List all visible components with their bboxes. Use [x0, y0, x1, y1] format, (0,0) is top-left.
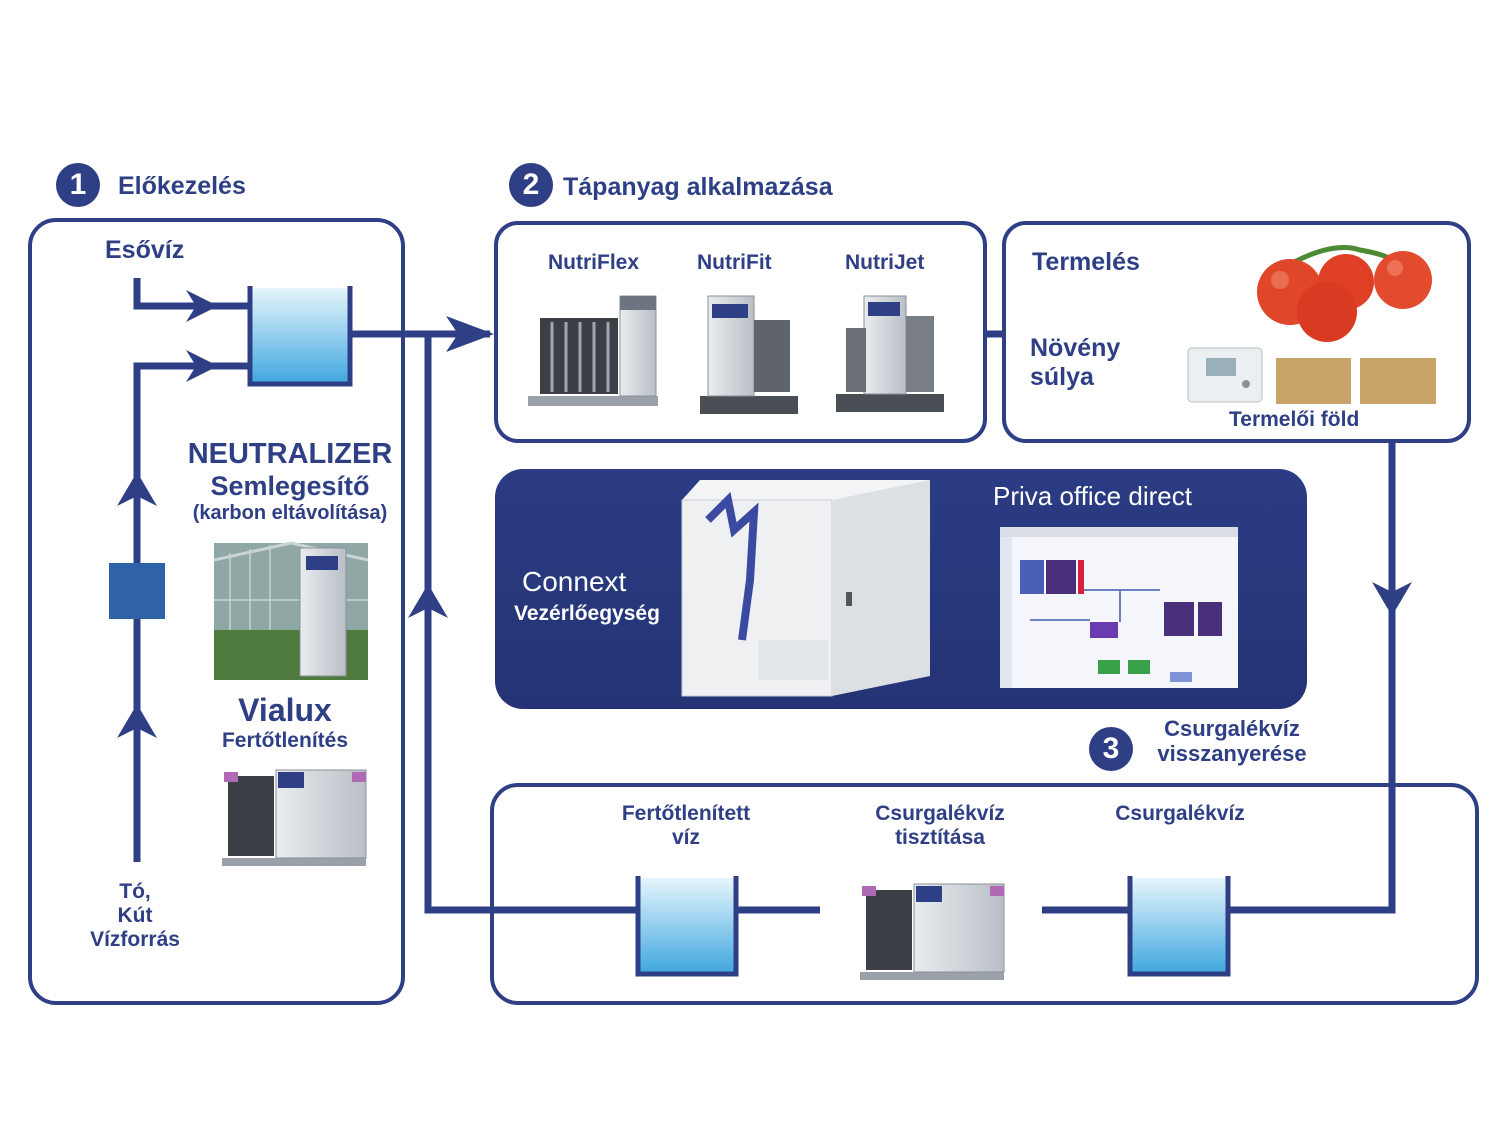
section-1-badge: 1	[56, 163, 100, 207]
drain-cleaning-label: Csurgalékvíz tisztítása	[875, 802, 1005, 850]
arrow-icon	[117, 704, 157, 738]
drain-water-label: Csurgalékvíz	[1115, 802, 1245, 825]
section-2-badge: 2	[509, 163, 553, 207]
section-3-title: Csurgalékvíz visszanyerése	[1157, 716, 1307, 767]
dosing-machine-icon	[860, 883, 1005, 980]
tomato-icon	[1257, 245, 1432, 342]
arrow-icon	[186, 350, 218, 382]
water-source-label: Tó, Kút Vízforrás	[90, 880, 180, 952]
dosing-machine-icon	[528, 295, 658, 406]
filter-block-icon	[109, 563, 165, 619]
nutrifit-label: NutriFit	[697, 251, 772, 274]
section-2-title: Tápanyag alkalmazása	[563, 173, 833, 201]
disinfected-water-label: Fertőtlenített víz	[621, 802, 751, 850]
scale-icon	[1187, 347, 1263, 403]
priva-office-label: Priva office direct	[993, 481, 1192, 511]
arrow-icon	[446, 316, 494, 352]
neutralizer-photo	[213, 541, 369, 680]
soil-block	[1276, 358, 1351, 404]
dosing-machine-icon	[836, 295, 944, 412]
tank-icon	[635, 876, 739, 977]
screen-icon	[1000, 527, 1238, 688]
production-title: Termelés	[1032, 248, 1140, 276]
nutriflex-label: NutriFlex	[548, 251, 640, 274]
return-pipe	[424, 334, 638, 914]
arrow-icon	[186, 290, 218, 322]
dosing-machine-icon	[222, 769, 367, 866]
tank-icon	[247, 286, 353, 387]
recovery-frame	[490, 783, 1479, 1005]
controller-cabinet-icon	[681, 480, 930, 697]
section-1-title: Előkezelés	[118, 172, 246, 200]
control-unit-label: Vezérlőegység	[514, 602, 660, 625]
connext-label: Connext	[522, 566, 627, 597]
neutralizer-label: NEUTRALIZER Semlegesítő (karbon eltávolí…	[187, 438, 393, 525]
dosing-machine-icon	[700, 295, 798, 414]
vialux-label: Vialux Fertőtlenítés	[221, 692, 349, 752]
arrow-icon	[1372, 582, 1412, 616]
tank-icon	[1127, 876, 1231, 977]
arrow-icon	[117, 472, 157, 506]
plant-weight-label: Növény súlya	[1030, 334, 1121, 391]
soil-label: Termelői föld	[1229, 408, 1360, 431]
rainwater-pipe	[133, 278, 248, 310]
nutrijet-label: NutriJet	[845, 251, 925, 274]
soil-block	[1360, 358, 1436, 404]
pretreatment-frame	[28, 218, 405, 1005]
section-3-badge: 3	[1089, 727, 1133, 771]
rainwater-label: Esővíz	[105, 236, 185, 264]
arrow-icon	[408, 584, 448, 618]
